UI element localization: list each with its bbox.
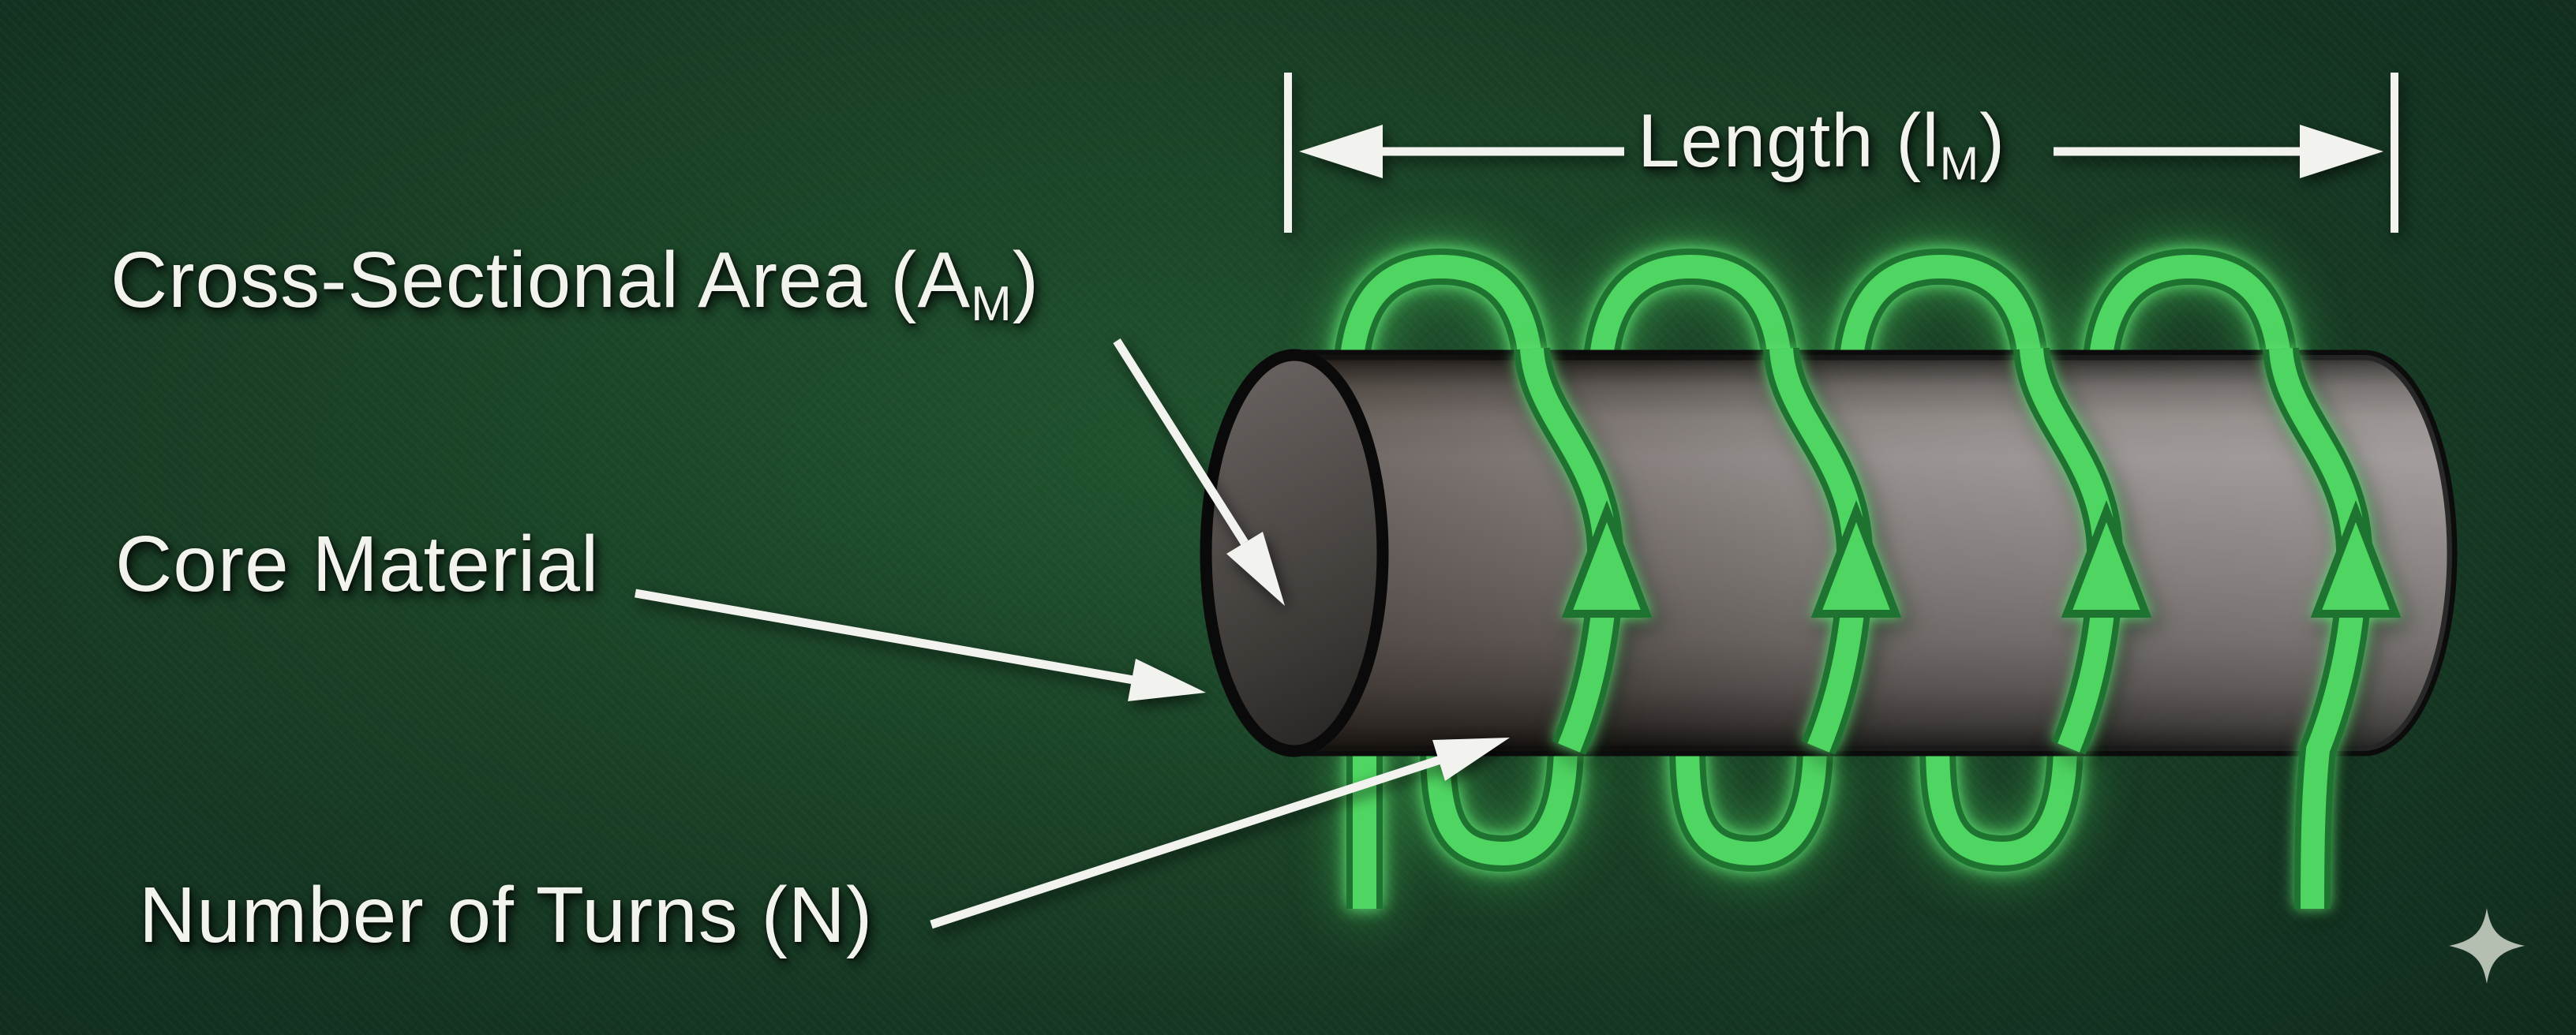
sparkle-icon — [2449, 908, 2525, 984]
label-core-material: Core Material — [115, 519, 599, 610]
annotation-arrows — [635, 338, 1510, 929]
annotation-arrow-number-of-turns — [930, 755, 1442, 929]
label-number-of-turns-text: Number of Turns (N) — [139, 871, 874, 959]
annotation-arrow-cross-sectional — [1113, 338, 1249, 545]
annotation-arrowhead-number-of-turns-icon — [1432, 738, 1510, 781]
coil-front-wires — [1532, 349, 2402, 909]
annotation-arrow-core-material — [635, 588, 1134, 685]
label-core-material-text: Core Material — [115, 520, 600, 608]
annotation-arrowhead-core-material-icon — [1128, 659, 1206, 701]
label-cross-sectional-close: ) — [1012, 236, 1040, 324]
label-length-text: Length (l — [1638, 99, 1940, 183]
dimension-arrowhead-left-icon — [1299, 125, 1383, 178]
current-up-arrow-icon — [2061, 500, 2152, 618]
current-up-arrow-icon — [1810, 500, 1902, 618]
dimension-arrowhead-right-icon — [2300, 125, 2383, 178]
core-front-face — [1200, 349, 1389, 757]
label-length-close: ) — [1979, 99, 2006, 183]
annotation-arrowhead-cross-sectional-icon — [1226, 532, 1285, 606]
label-cross-sectional-text: Cross-Sectional Area (A — [110, 236, 972, 324]
label-cross-sectional-subscript: M — [971, 277, 1013, 332]
length-dimension — [1284, 73, 2398, 233]
label-number-of-turns: Number of Turns (N) — [139, 870, 873, 961]
current-up-arrow-icon — [1561, 500, 1653, 618]
label-length: Length (lM) — [1638, 98, 2005, 191]
current-up-arrow-icon — [2310, 500, 2402, 618]
label-cross-sectional-area: Cross-Sectional Area (AM) — [110, 235, 1039, 332]
label-length-subscript: M — [1939, 136, 1980, 190]
